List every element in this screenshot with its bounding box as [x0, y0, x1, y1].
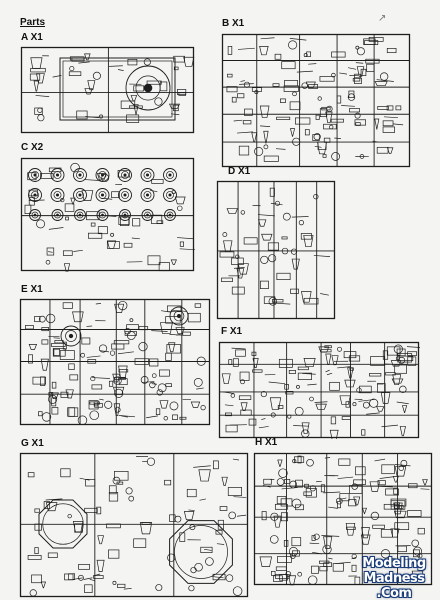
sprue-h-drawing — [253, 452, 433, 586]
sprue-label-b: B X1 — [222, 18, 245, 29]
sprue-b-drawing — [221, 33, 411, 168]
sprue-label-e: E X1 — [21, 284, 43, 295]
watermark-line-1: Modeling — [362, 556, 426, 571]
sprue-line-art — [20, 46, 195, 134]
sprue-line-art — [19, 452, 249, 598]
sprue-line-art — [216, 180, 336, 320]
sprue-line-art — [218, 341, 420, 439]
sprue-label-d: D X1 — [228, 166, 251, 177]
sprue-label-f: F X1 — [221, 326, 243, 337]
sprue-f-drawing — [218, 341, 420, 439]
page-title: Parts — [20, 17, 46, 28]
sprue-label-h: H X1 — [255, 437, 278, 448]
sprue-label-g: G X1 — [21, 438, 44, 449]
sprue-line-art — [20, 157, 195, 272]
watermark-line-2: Madness — [363, 571, 425, 586]
modeling-madness-watermark: Modeling Madness .Com — [348, 556, 440, 600]
corner-mark: ↗ — [378, 13, 387, 24]
watermark-line-3: .Com — [376, 586, 412, 600]
sprue-e-drawing — [19, 298, 211, 426]
sprue-line-art — [19, 298, 211, 426]
sprue-g-drawing — [19, 452, 249, 598]
sprue-c-drawing — [20, 157, 195, 272]
sprue-line-art — [221, 33, 411, 168]
sprue-a-drawing — [20, 46, 195, 134]
sprue-label-a: A X1 — [21, 32, 43, 43]
sprue-label-c: C X2 — [21, 142, 44, 153]
sprue-line-art — [253, 452, 433, 586]
sprue-d-drawing — [216, 180, 336, 320]
